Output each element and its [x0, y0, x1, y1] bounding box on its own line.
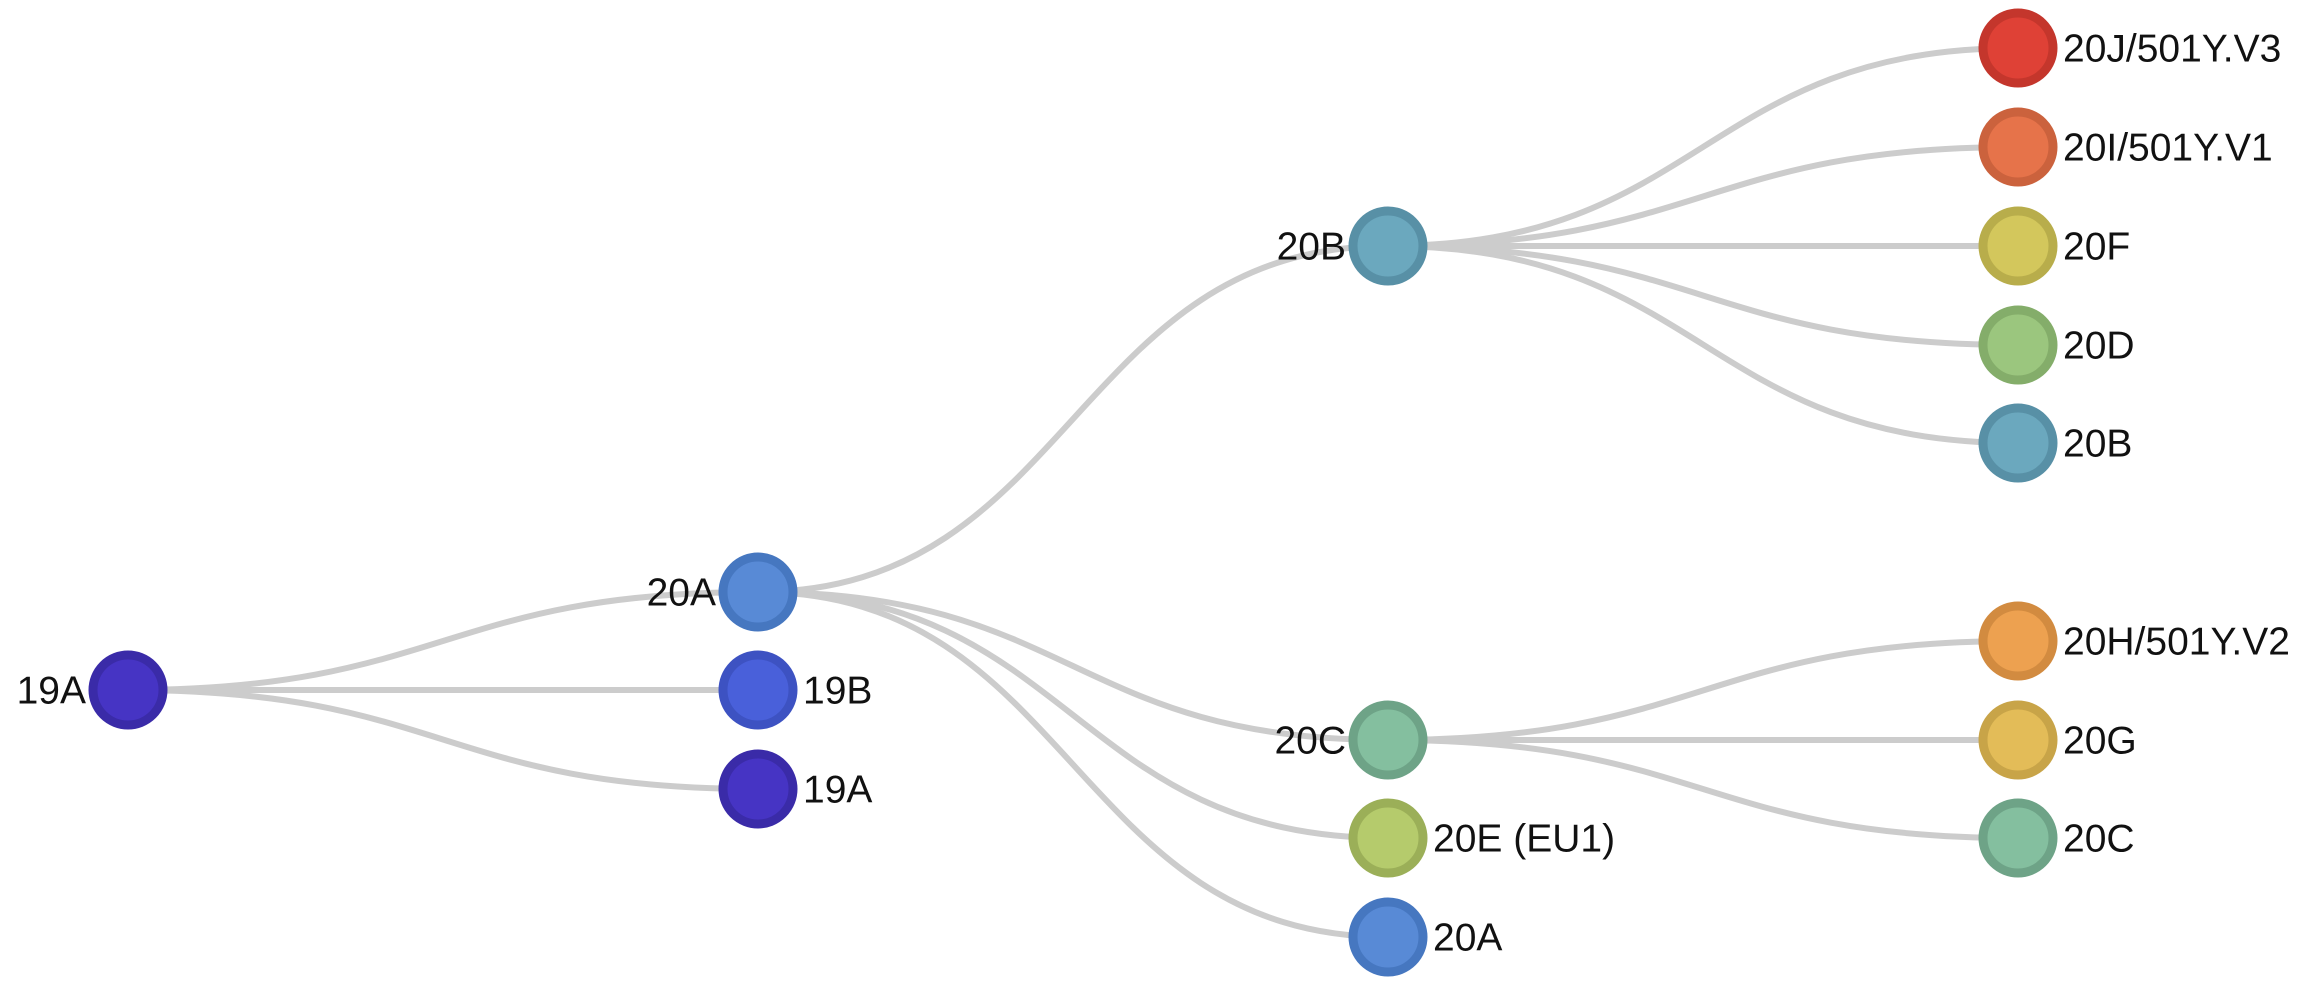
edge-n20c-int [755, 589, 1391, 743]
node-label: 20B [1277, 226, 1346, 269]
tree-node-20d[interactable]: 20D [1978, 305, 2135, 385]
tree-node-19a[interactable]: 19A [718, 749, 872, 829]
tree-node-20i-501y-v1[interactable]: 20I/501Y.V1 [1978, 107, 2273, 187]
tree-node-20c[interactable]: 20C [1978, 798, 2135, 878]
node-circle[interactable] [718, 650, 798, 730]
node-circle[interactable] [1978, 403, 2058, 483]
edge-n20b-leaf [1385, 243, 2021, 446]
node-label: 20A [647, 572, 716, 615]
tree-node-19b[interactable]: 19B [718, 650, 872, 730]
node-circle[interactable] [1978, 206, 2058, 286]
edge-n20a-int [125, 589, 761, 693]
tree-node-20a[interactable]: 20A [1348, 897, 1502, 977]
node-label: 20H/501Y.V2 [2063, 621, 2290, 664]
edge-n20e-leaf [755, 589, 1391, 841]
node-label: 20A [1433, 917, 1502, 960]
edge-n19a-leaf [125, 687, 761, 792]
edge-n20a-leaf [755, 589, 1391, 940]
tree-node-19a[interactable]: 19A [17, 650, 168, 730]
node-label: 20I/501Y.V1 [2063, 127, 2273, 170]
edge-n20b-int [755, 243, 1391, 595]
node-label: 20D [2063, 325, 2135, 368]
node-label: 20B [2063, 423, 2132, 466]
tree-node-20h-501y-v2[interactable]: 20H/501Y.V2 [1978, 601, 2290, 681]
node-label: 20E (EU1) [1433, 818, 1615, 861]
tree-node-20j-501y-v3[interactable]: 20J/501Y.V3 [1978, 8, 2281, 88]
node-label: 19A [803, 769, 872, 812]
node-circle[interactable] [718, 749, 798, 829]
edge-n20i-leaf [1385, 144, 2021, 249]
node-circle[interactable] [1348, 798, 1428, 878]
tree-node-20e-eu1[interactable]: 20E (EU1) [1348, 798, 1615, 878]
node-label: 19A [17, 670, 86, 713]
tree-node-20c[interactable]: 20C [1274, 700, 1428, 780]
node-label: 20C [1274, 720, 1346, 763]
node-circle[interactable] [88, 650, 168, 730]
node-circle[interactable] [1978, 700, 2058, 780]
node-circle[interactable] [1348, 206, 1428, 286]
node-circle[interactable] [718, 552, 798, 632]
tree-edges [125, 45, 2021, 940]
tree-nodes: 19A 20A 19B 19A 20B 20C 20E (EU1) 20A 20J/501Y.V… [17, 8, 2290, 977]
tree-node-20f[interactable]: 20F [1978, 206, 2130, 286]
edge-n20j-leaf [1385, 45, 2021, 249]
node-circle[interactable] [1348, 897, 1428, 977]
edge-n20d-leaf [1385, 243, 2021, 348]
tree-node-20a[interactable]: 20A [647, 552, 798, 632]
node-circle[interactable] [1978, 601, 2058, 681]
node-circle[interactable] [1978, 107, 2058, 187]
node-label: 20G [2063, 720, 2137, 763]
node-label: 20F [2063, 226, 2130, 269]
node-circle[interactable] [1978, 798, 2058, 878]
node-circle[interactable] [1978, 8, 2058, 88]
tree-node-20b[interactable]: 20B [1277, 206, 1428, 286]
node-circle[interactable] [1978, 305, 2058, 385]
node-label: 20C [2063, 818, 2135, 861]
edge-n20c-leaf [1385, 737, 2021, 841]
tree-node-20g[interactable]: 20G [1978, 700, 2137, 780]
node-label: 20J/501Y.V3 [2063, 28, 2281, 71]
tree-node-20b[interactable]: 20B [1978, 403, 2132, 483]
node-circle[interactable] [1348, 700, 1428, 780]
edge-n20h-leaf [1385, 638, 2021, 743]
node-label: 19B [803, 670, 872, 713]
